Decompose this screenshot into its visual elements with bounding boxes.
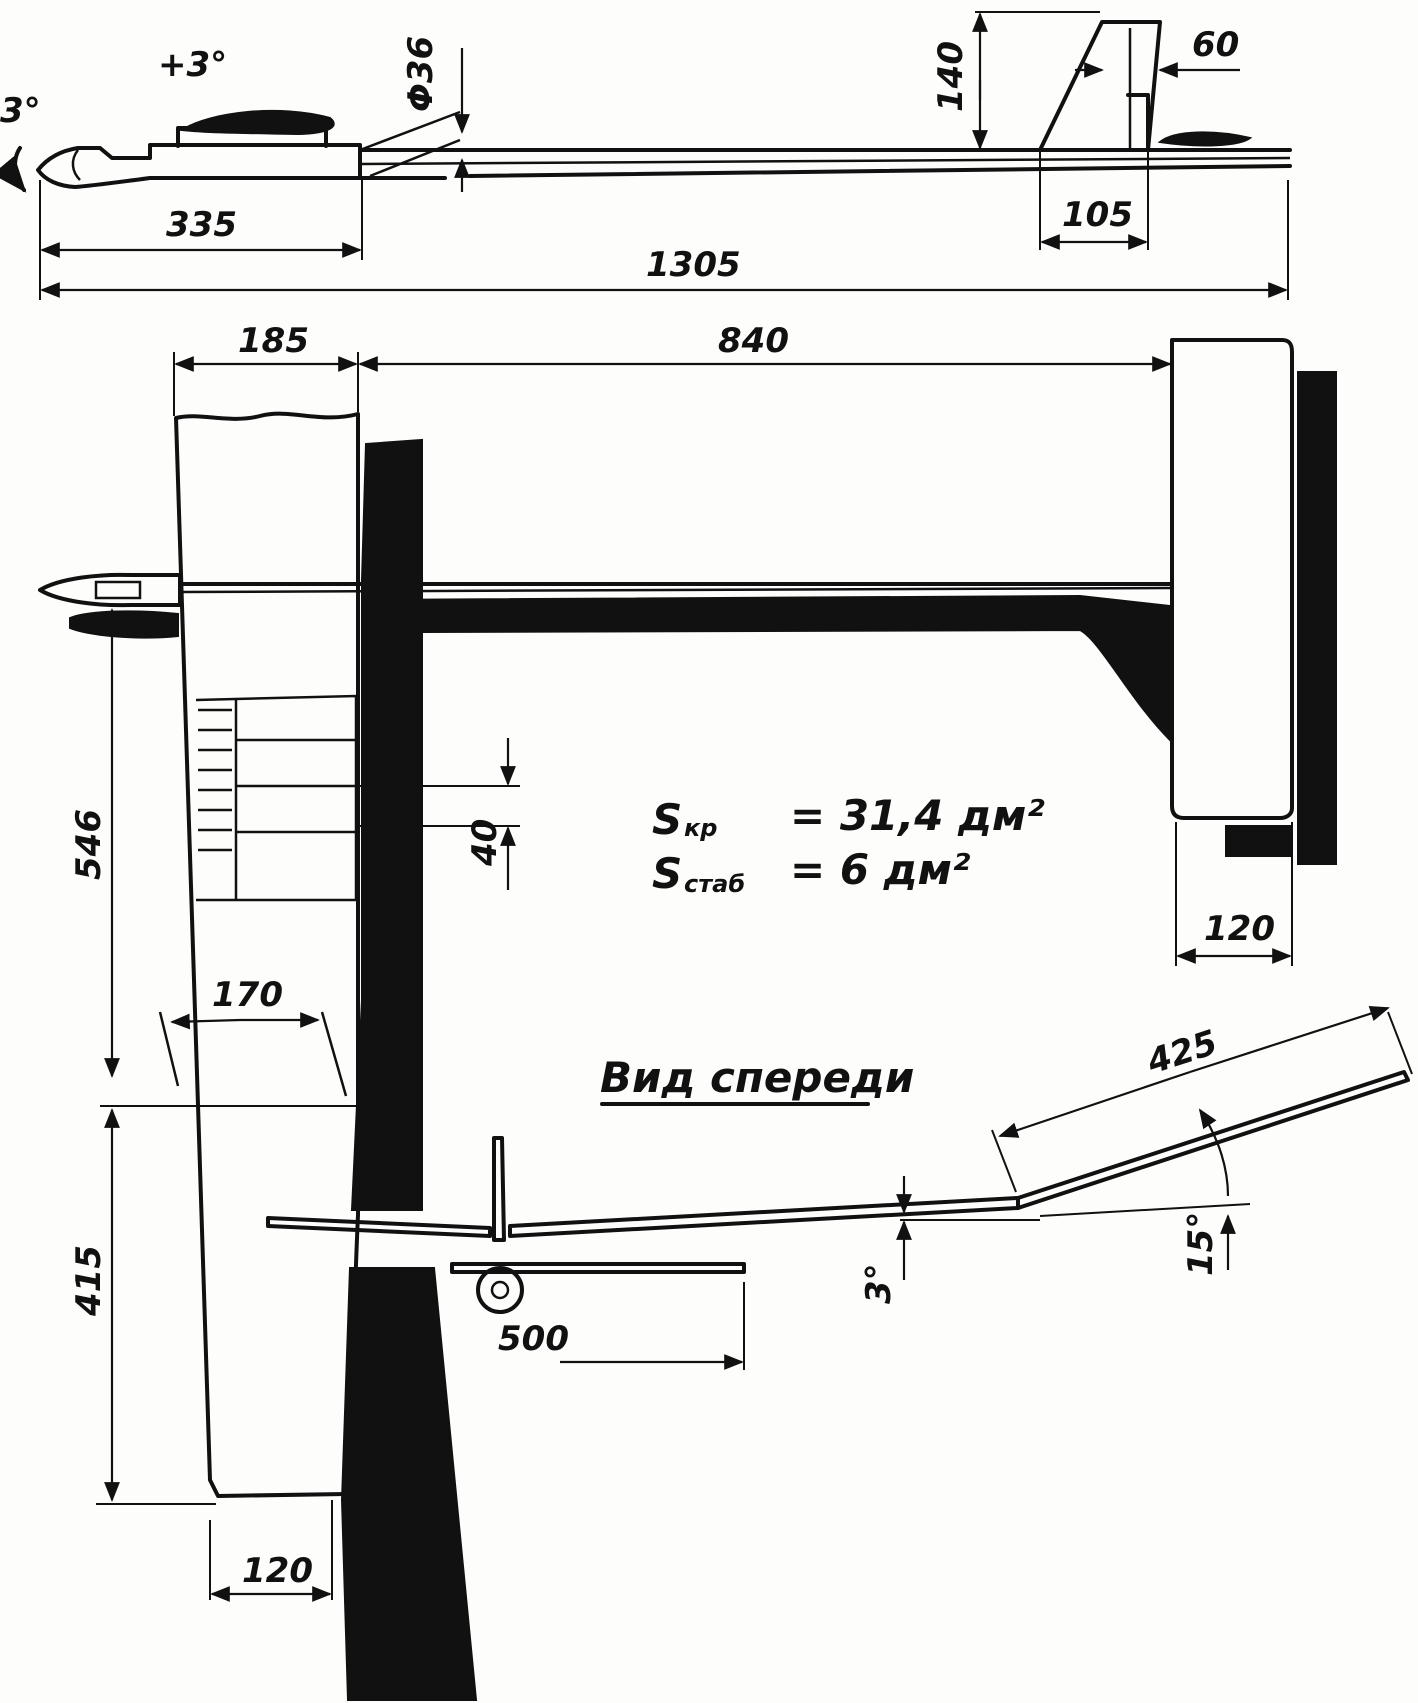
wing-tip-width-label: 120 bbox=[242, 1551, 313, 1591]
wing-outline bbox=[174, 411, 360, 1498]
wing-chord-label: 185 bbox=[238, 321, 309, 361]
angle-nose-label: 3° bbox=[0, 91, 41, 131]
boom-dark bbox=[361, 594, 1171, 743]
stab-chord-label: 120 bbox=[1204, 909, 1275, 949]
fuselage-top bbox=[38, 572, 182, 608]
stab-area-subscript: стаб bbox=[684, 870, 745, 898]
prop-arc bbox=[0, 146, 27, 193]
dim-425-l bbox=[998, 1070, 1191, 1138]
boom-bottom bbox=[468, 164, 1292, 178]
boom-center-line bbox=[179, 586, 1171, 594]
dihedral-inner-label: 3° bbox=[859, 1263, 899, 1304]
top-view: 185 840 120 40 546 415 170 120 bbox=[38, 321, 1337, 1701]
ext-425-r bbox=[1387, 1011, 1413, 1075]
wing-profile bbox=[179, 109, 335, 136]
canopy-line bbox=[71, 149, 81, 181]
dim-170-l bbox=[170, 1013, 241, 1030]
dihedral-outer-label: 15° bbox=[1181, 1212, 1221, 1276]
tail-distance-label: 840 bbox=[718, 321, 789, 361]
wing-area-value: = 31,4 дм² bbox=[790, 791, 1045, 840]
tip-chord-label: 170 bbox=[212, 975, 283, 1015]
fin-top-chord-label: 60 bbox=[1192, 25, 1239, 65]
front-fuselage bbox=[476, 1266, 524, 1314]
rib-frame bbox=[195, 694, 358, 902]
ext-170-r bbox=[320, 1011, 348, 1097]
dim-425-r bbox=[1189, 1005, 1390, 1074]
ext-425-l bbox=[991, 1129, 1017, 1193]
front-stab bbox=[450, 1262, 746, 1274]
boom-center bbox=[359, 156, 1291, 166]
wing-area-symbol: S bbox=[652, 795, 682, 844]
dia-line-2 bbox=[369, 138, 461, 178]
rib-hatch bbox=[198, 708, 232, 852]
front-wing-inner bbox=[508, 1196, 1020, 1238]
stab-span-label: 500 bbox=[498, 1319, 569, 1359]
stab-area-value: = 6 дм² bbox=[790, 845, 971, 894]
ext-170-l bbox=[158, 1011, 180, 1087]
fuselage-nose bbox=[36, 143, 362, 189]
fin-rudder bbox=[1126, 93, 1150, 152]
rib-lines bbox=[234, 700, 356, 900]
span-outer-label: 415 bbox=[69, 1245, 109, 1317]
side-view: 3° +3° Φ36 140 60 105 335 1305 bbox=[0, 11, 1292, 300]
ext-15deg bbox=[1039, 1203, 1251, 1217]
fin-root-label: 105 bbox=[1062, 195, 1133, 235]
fin-height-label: 140 bbox=[931, 41, 971, 112]
front-wing-outer bbox=[1016, 1070, 1410, 1210]
front-wing-left bbox=[266, 1216, 492, 1238]
wing-pylon bbox=[176, 126, 328, 148]
dia-line-1 bbox=[359, 110, 461, 152]
stab-profile bbox=[1157, 131, 1253, 147]
span-inner-label: 546 bbox=[69, 809, 109, 880]
fin bbox=[1038, 20, 1162, 152]
nose-to-wing-label: 335 bbox=[166, 205, 237, 245]
angle-wing-label: +3° bbox=[158, 45, 227, 85]
total-length-label: 1305 bbox=[646, 245, 741, 285]
area-formulas: S кр = 31,4 дм² S стаб = 6 дм² bbox=[652, 791, 1045, 898]
arc-15deg bbox=[1198, 1108, 1230, 1197]
cockpit bbox=[94, 580, 142, 600]
stab-tab bbox=[1225, 825, 1291, 857]
front-fuselage-inner bbox=[490, 1280, 510, 1300]
front-fin bbox=[492, 1136, 506, 1242]
diameter-label: Φ36 bbox=[401, 36, 441, 112]
wing-area-subscript: кр bbox=[684, 814, 717, 842]
wing-te-lower bbox=[340, 1267, 478, 1701]
stab-area-symbol: S bbox=[652, 849, 682, 898]
front-view-title: Вид спереди bbox=[600, 1053, 914, 1102]
stab-te bbox=[1297, 371, 1337, 865]
spar-gap-label: 40 bbox=[465, 819, 505, 867]
prop-blade bbox=[69, 610, 179, 639]
stabilizer bbox=[1170, 338, 1294, 820]
